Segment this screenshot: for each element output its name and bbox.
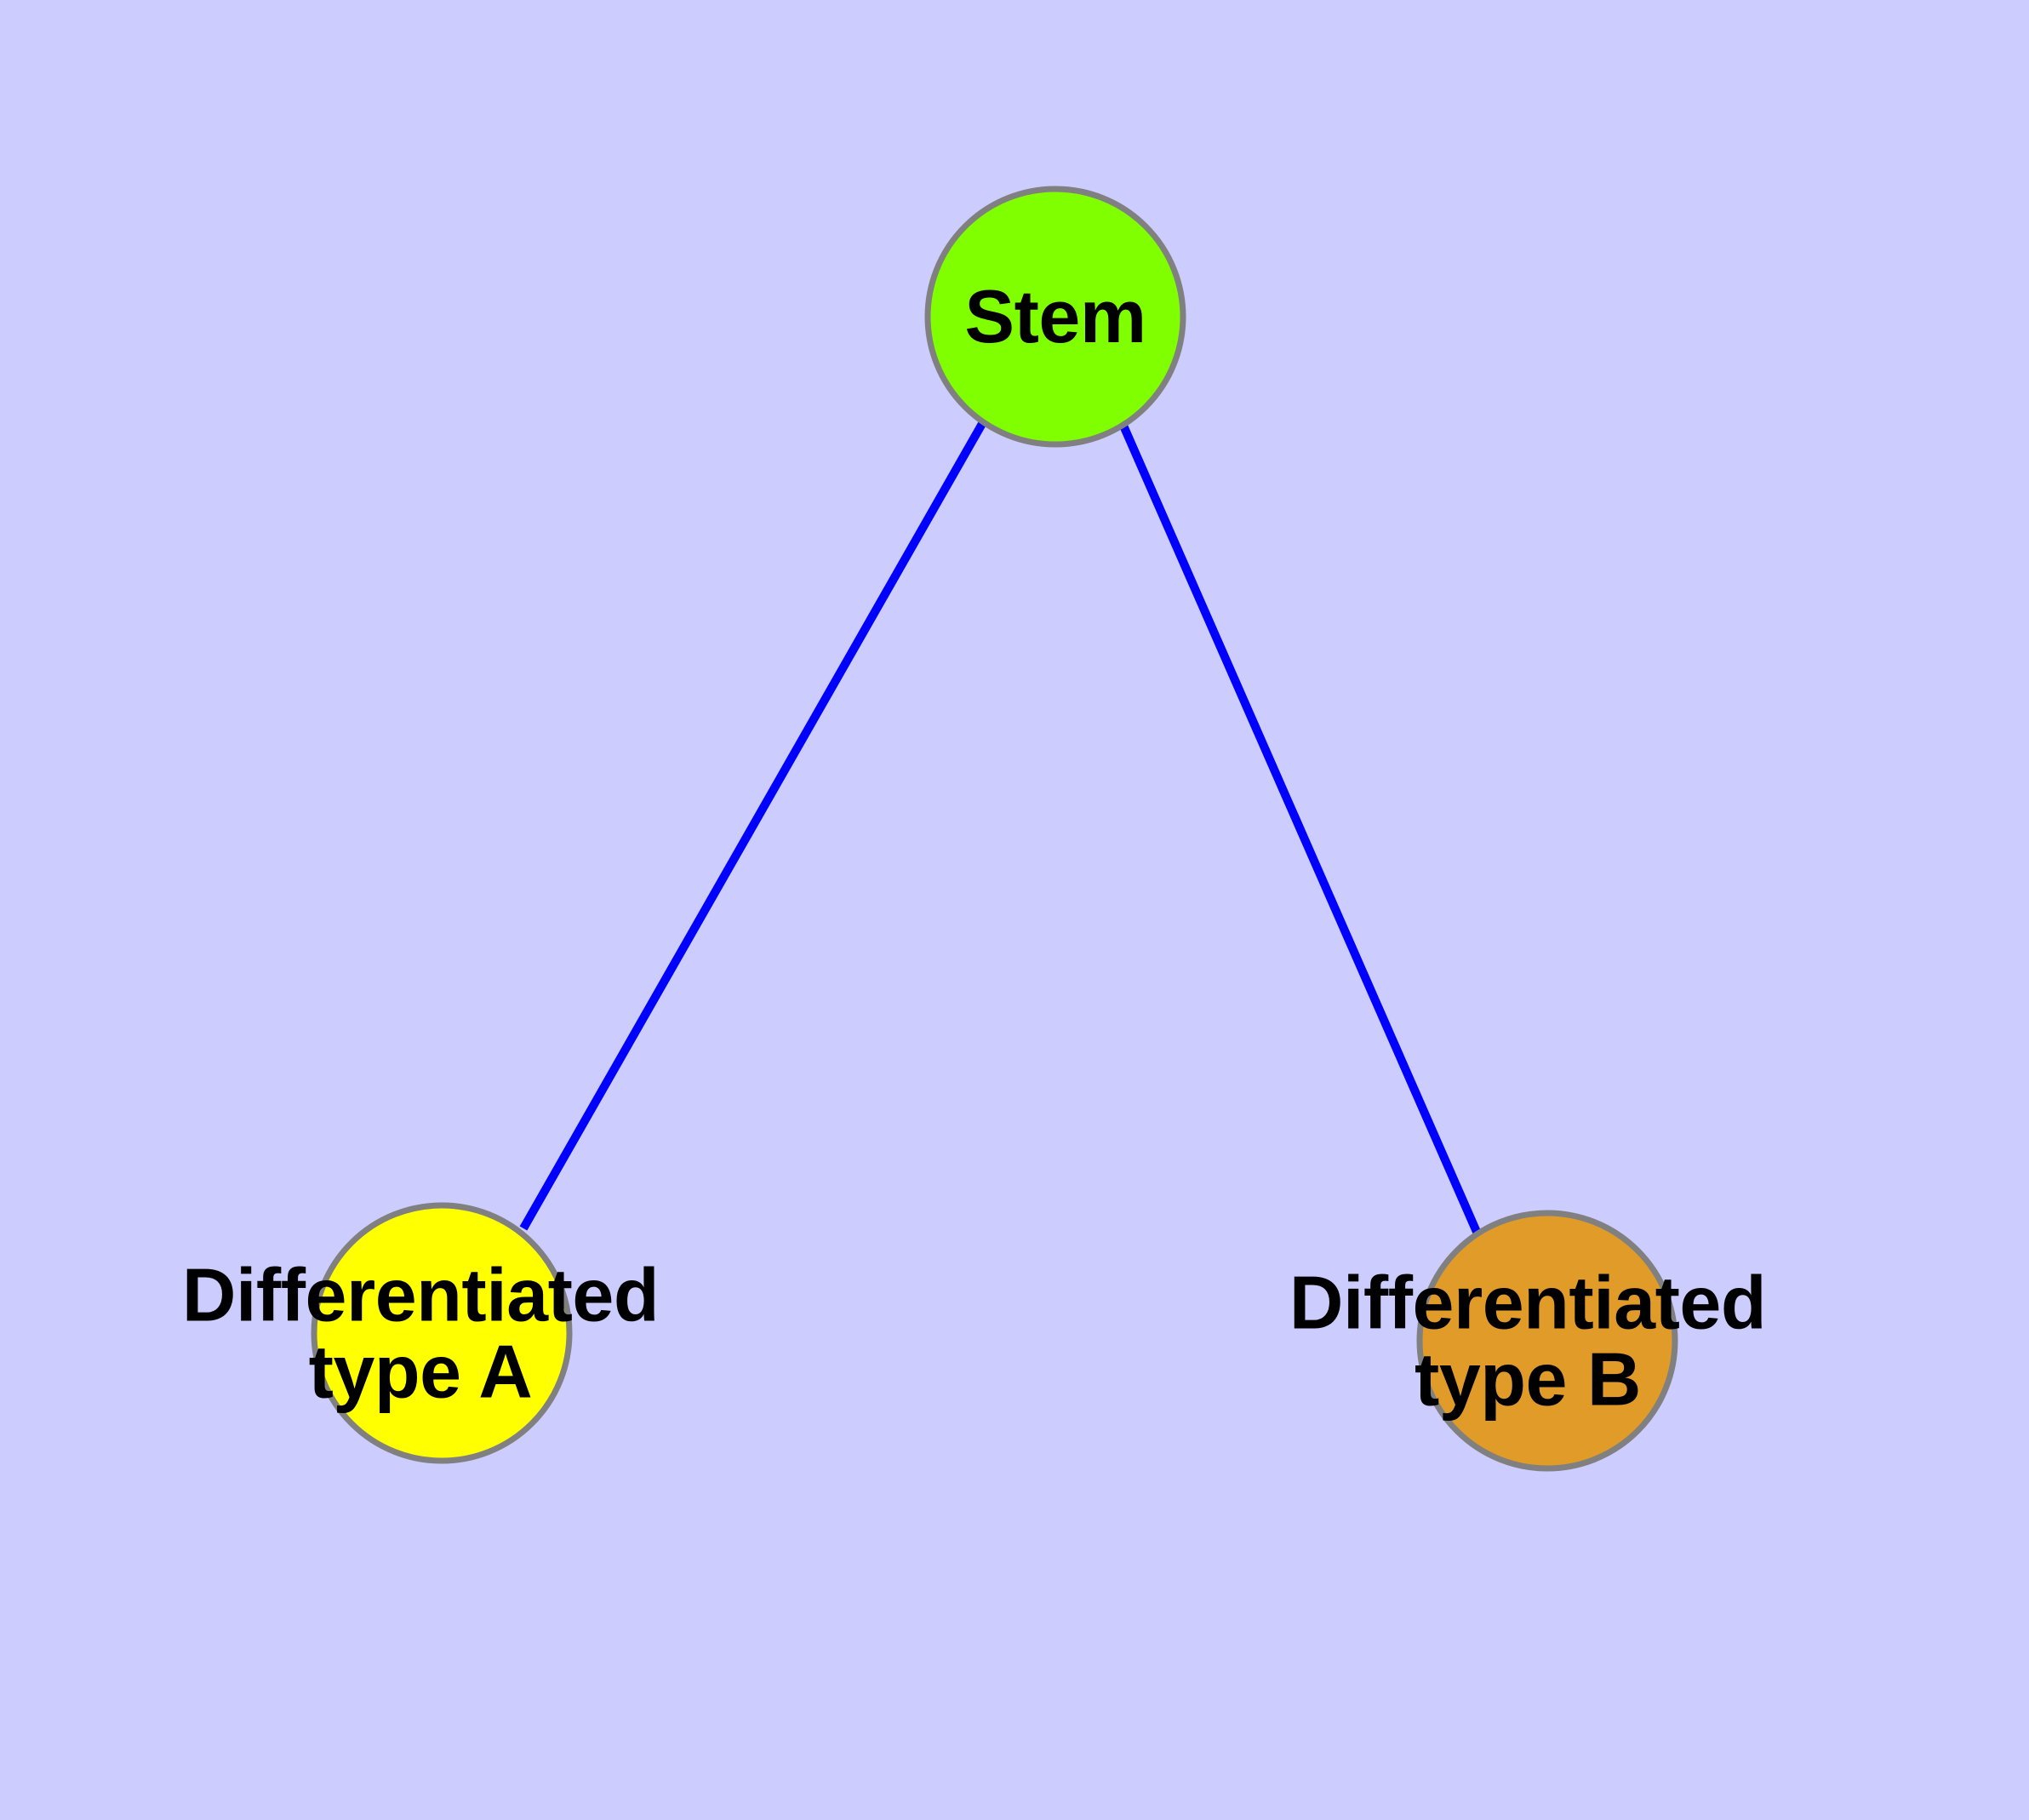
node-differentiated-type-a[interactable] xyxy=(311,1202,573,1464)
edge-layer xyxy=(519,420,1481,1234)
node-layer xyxy=(311,186,1678,1472)
edge-stem-to-differentiated-type-b xyxy=(1119,423,1481,1234)
node-stem[interactable] xyxy=(924,186,1186,448)
edge-stem-to-differentiated-type-a xyxy=(519,420,987,1231)
node-differentiated-type-b[interactable] xyxy=(1416,1210,1678,1472)
